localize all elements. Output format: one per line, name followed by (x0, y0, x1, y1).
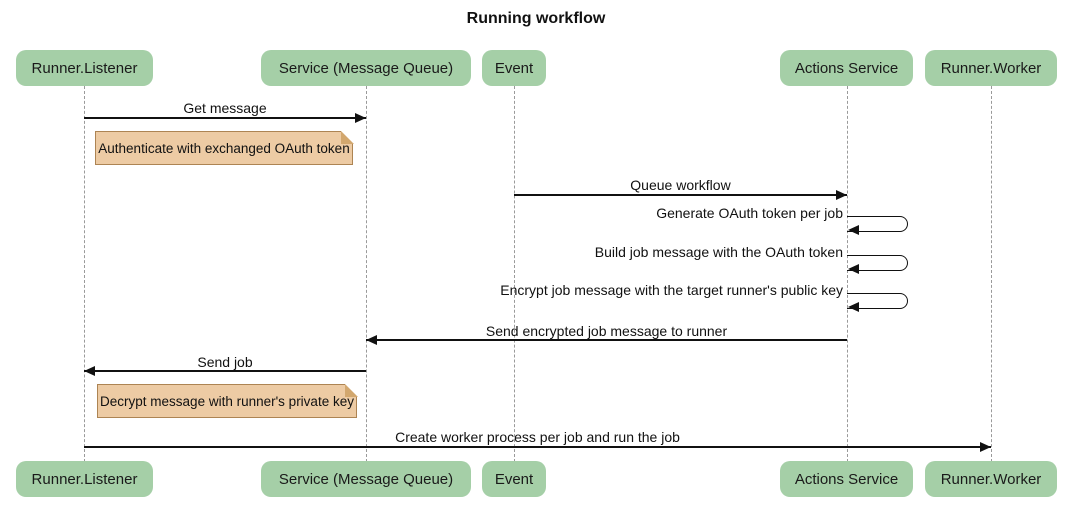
actor-runner-listener-top: Runner.Listener (16, 50, 153, 86)
self-message-label-encrypt-job-message: Encrypt job message with the target runn… (500, 282, 843, 298)
actor-runner-listener-bottom: Runner.Listener (16, 461, 153, 497)
message-line-send-encrypted-job-message (366, 339, 847, 341)
lifeline-event (514, 86, 515, 462)
diagram-title: Running workflow (466, 10, 606, 27)
lifeline-runner-listener (84, 86, 85, 462)
actor-actions-service-top: Actions Service (780, 50, 913, 86)
message-label-create-worker-process: Create worker process per job and run th… (395, 429, 680, 445)
actor-event-bottom: Event (482, 461, 546, 497)
message-label-send-encrypted-job-message: Send encrypted job message to runner (485, 323, 728, 339)
note-decrypt: Decrypt message with runner's private ke… (97, 383, 358, 418)
actor-runner-worker-bottom: Runner.Worker (925, 461, 1057, 497)
message-line-create-worker-process (84, 446, 991, 448)
arrowhead-left-icon (366, 335, 377, 345)
actor-service-message-queue-bottom: Service (Message Queue) (261, 461, 471, 497)
message-label-queue-workflow: Queue workflow (630, 177, 731, 193)
actor-actions-service-bottom: Actions Service (780, 461, 913, 497)
self-loop-line (847, 216, 908, 232)
self-message-label-build-job-message: Build job message with the OAuth token (594, 244, 843, 260)
note-fold-icon (340, 130, 354, 144)
arrowhead-right-icon (980, 442, 991, 452)
lifeline-actions-service (847, 86, 848, 462)
message-label-send-job: Send job (197, 354, 253, 370)
lifeline-service-message-queue (366, 86, 367, 462)
arrowhead-right-icon (836, 190, 847, 200)
note-authenticate: Authenticate with exchanged OAuth token (95, 130, 354, 165)
actor-runner-worker-top: Runner.Worker (925, 50, 1057, 86)
message-line-queue-workflow (514, 194, 847, 196)
self-message-label-generate-oauth-token: Generate OAuth token per job (656, 205, 843, 221)
lifeline-runner-worker (991, 86, 992, 462)
arrowhead-right-icon (355, 113, 366, 123)
message-line-send-job (84, 370, 366, 372)
self-loop-line (847, 255, 908, 271)
note-fold-icon (344, 383, 358, 397)
arrowhead-left-icon (84, 366, 95, 376)
self-loop-line (847, 293, 908, 309)
note-decrypt-label: Decrypt message with runner's private ke… (100, 393, 354, 409)
arrowhead-left-icon (848, 225, 859, 235)
actor-event-top: Event (482, 50, 546, 86)
message-line-get-message (84, 117, 366, 119)
actor-service-message-queue-top: Service (Message Queue) (261, 50, 471, 86)
note-authenticate-label: Authenticate with exchanged OAuth token (98, 140, 350, 156)
arrowhead-left-icon (848, 264, 859, 274)
message-label-get-message: Get message (183, 100, 267, 116)
arrowhead-left-icon (848, 302, 859, 312)
